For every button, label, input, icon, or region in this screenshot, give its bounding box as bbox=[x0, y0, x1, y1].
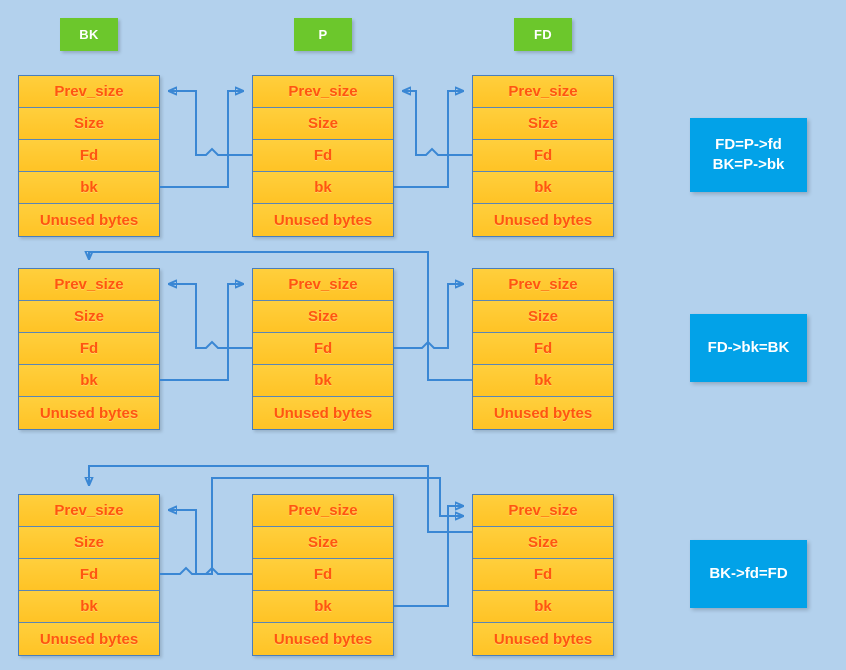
chunk-field-prev-size: Prev_size bbox=[473, 76, 613, 108]
chunk-p-row1: Prev_size Size Fd bk Unused bytes bbox=[252, 75, 394, 237]
chunk-field-size: Size bbox=[473, 301, 613, 333]
chunk-field-unused-bytes: Unused bytes bbox=[473, 397, 613, 429]
chunk-field-prev-size: Prev_size bbox=[473, 495, 613, 527]
chunk-field-prev-size: Prev_size bbox=[473, 269, 613, 301]
chunk-field-fd: Fd bbox=[473, 559, 613, 591]
chunk-field-bk: bk bbox=[253, 172, 393, 204]
chunk-field-bk: bk bbox=[253, 365, 393, 397]
arrow-p-fd-to-bk-row3 bbox=[169, 510, 252, 575]
chunk-field-unused-bytes: Unused bytes bbox=[473, 623, 613, 655]
chunk-field-unused-bytes: Unused bytes bbox=[253, 623, 393, 655]
arrow-p-fd-to-bk-row1 bbox=[169, 91, 252, 156]
chunk-field-fd: Fd bbox=[473, 333, 613, 365]
chunk-field-size: Size bbox=[19, 108, 159, 140]
note-line: FD->bk=BK bbox=[707, 338, 790, 356]
chunk-field-fd: Fd bbox=[253, 559, 393, 591]
arrow-bk-bk-to-p-row1 bbox=[160, 91, 243, 188]
chunk-field-unused-bytes: Unused bytes bbox=[253, 204, 393, 236]
arrow-p-fd-to-fd-row2 bbox=[394, 284, 463, 349]
chunk-field-fd: Fd bbox=[473, 140, 613, 172]
chunk-field-fd: Fd bbox=[253, 140, 393, 172]
chunk-field-size: Size bbox=[473, 527, 613, 559]
chunk-fd-row3: Prev_size Size Fd bk Unused bytes bbox=[472, 494, 614, 656]
chunk-field-size: Size bbox=[253, 301, 393, 333]
chunk-field-fd: Fd bbox=[19, 140, 159, 172]
chunk-field-bk: bk bbox=[473, 591, 613, 623]
fd-pointer-label: FD bbox=[514, 18, 572, 51]
chunk-bk-row2: Prev_size Size Fd bk Unused bytes bbox=[18, 268, 160, 430]
chunk-field-size: Size bbox=[19, 301, 159, 333]
arrow-p-fd-to-bk-row2 bbox=[169, 284, 252, 349]
chunk-field-size: Size bbox=[19, 527, 159, 559]
chunk-fd-row1: Prev_size Size Fd bk Unused bytes bbox=[472, 75, 614, 237]
chunk-field-fd: Fd bbox=[253, 333, 393, 365]
chunk-field-prev-size: Prev_size bbox=[19, 495, 159, 527]
chunk-field-unused-bytes: Unused bytes bbox=[473, 204, 613, 236]
chunk-field-bk: bk bbox=[19, 365, 159, 397]
p-pointer-label: P bbox=[294, 18, 352, 51]
note-line: BK->fd=FD bbox=[709, 564, 788, 582]
chunk-field-unused-bytes: Unused bytes bbox=[253, 397, 393, 429]
chunk-field-unused-bytes: Unused bytes bbox=[19, 623, 159, 655]
arrow-p-bk-to-fd-row3 bbox=[394, 506, 463, 607]
chunk-field-prev-size: Prev_size bbox=[253, 269, 393, 301]
chunk-field-size: Size bbox=[473, 108, 613, 140]
chunk-bk-row3: Prev_size Size Fd bk Unused bytes bbox=[18, 494, 160, 656]
note-bk-fd-eq-fd: BK->fd=FD bbox=[690, 540, 807, 608]
chunk-field-prev-size: Prev_size bbox=[253, 76, 393, 108]
chunk-field-bk: bk bbox=[253, 591, 393, 623]
chunk-field-prev-size: Prev_size bbox=[253, 495, 393, 527]
chunk-bk-row1: Prev_size Size Fd bk Unused bytes bbox=[18, 75, 160, 237]
chunk-field-bk: bk bbox=[473, 365, 613, 397]
chunk-field-prev-size: Prev_size bbox=[19, 269, 159, 301]
chunk-field-fd: Fd bbox=[19, 333, 159, 365]
chunk-field-bk: bk bbox=[473, 172, 613, 204]
chunk-field-bk: bk bbox=[19, 172, 159, 204]
arrow-p-bk-to-fd-row1 bbox=[394, 91, 463, 188]
chunk-field-prev-size: Prev_size bbox=[19, 76, 159, 108]
arrow-fd-fd-to-p-row1 bbox=[403, 91, 472, 156]
chunk-field-unused-bytes: Unused bytes bbox=[19, 204, 159, 236]
note-line: FD=P->fd bbox=[715, 135, 782, 153]
note-fd-bk-assign: FD=P->fd BK=P->bk bbox=[690, 118, 807, 192]
note-line: BK=P->bk bbox=[712, 156, 785, 173]
note-fd-bk-eq-bk: FD->bk=BK bbox=[690, 314, 807, 382]
arrow-bk-bk-to-p-row2 bbox=[160, 284, 243, 381]
chunk-field-bk: bk bbox=[19, 591, 159, 623]
chunk-p-row3: Prev_size Size Fd bk Unused bytes bbox=[252, 494, 394, 656]
chunk-field-size: Size bbox=[253, 527, 393, 559]
chunk-p-row2: Prev_size Size Fd bk Unused bytes bbox=[252, 268, 394, 430]
chunk-field-unused-bytes: Unused bytes bbox=[19, 397, 159, 429]
chunk-field-fd: Fd bbox=[19, 559, 159, 591]
bk-pointer-label: BK bbox=[60, 18, 118, 51]
chunk-fd-row2: Prev_size Size Fd bk Unused bytes bbox=[472, 268, 614, 430]
chunk-field-size: Size bbox=[253, 108, 393, 140]
